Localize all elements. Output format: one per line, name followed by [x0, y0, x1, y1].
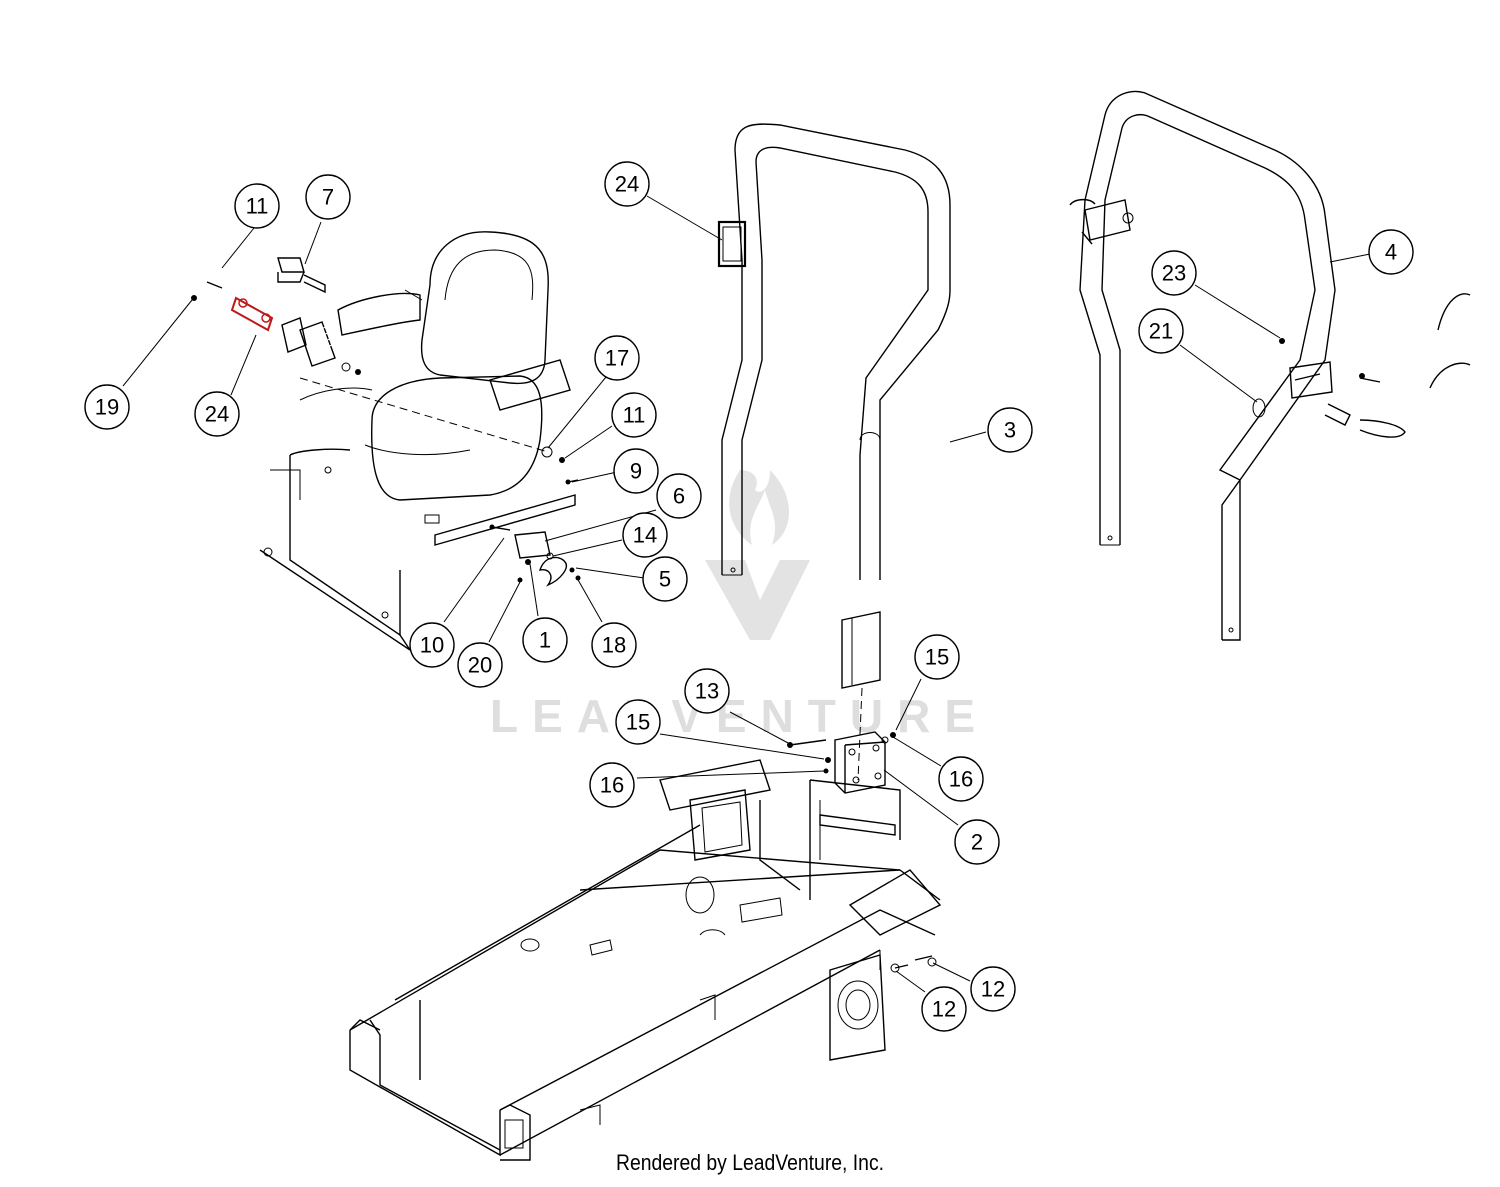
callout-label: 16: [600, 773, 624, 798]
callout-label: 3: [1004, 418, 1016, 443]
callout-24-seat-belt: 24: [194, 391, 240, 437]
callout-20: 20: [457, 642, 503, 688]
callout-label: 19: [95, 395, 119, 420]
callout-13: 13: [684, 668, 730, 714]
callout-label: 2: [971, 830, 983, 855]
callout-17: 17: [594, 335, 640, 381]
callout-label: 13: [695, 679, 719, 704]
leader-lines: [122, 195, 1371, 993]
callout-label: 16: [949, 767, 973, 792]
callout-18: 18: [591, 622, 637, 668]
callout-6: 6: [656, 473, 702, 519]
callout-16-left: 16: [589, 762, 635, 808]
callout-23: 23: [1151, 250, 1197, 296]
callout-label: 7: [322, 185, 334, 210]
callout-21: 21: [1138, 308, 1184, 354]
callout-19: 19: [84, 384, 130, 430]
callout-15-right: 15: [914, 634, 960, 680]
seat-belt-parts: [191, 257, 361, 375]
callout-label: 5: [659, 567, 671, 592]
callout-11-middle: 11: [611, 392, 657, 438]
callout-label: 24: [615, 172, 639, 197]
callout-7: 7: [305, 174, 351, 220]
callout-label: 20: [468, 653, 492, 678]
callout-4-folded-roll-bar: 4: [1368, 229, 1414, 275]
callout-label: 18: [602, 633, 626, 658]
callout-label: 11: [623, 403, 646, 428]
callout-label: 1: [539, 628, 551, 653]
callout-14: 14: [622, 512, 668, 558]
callout-label: 12: [932, 997, 956, 1022]
callout-label: 6: [673, 484, 685, 509]
footer-credit: Rendered by LeadVenture, Inc.: [615, 1150, 885, 1175]
callout-3-roll-bar: 3: [987, 407, 1033, 453]
callout-9: 9: [613, 448, 659, 494]
callout-15-left: 15: [615, 699, 661, 745]
callout-12-right: 12: [970, 966, 1016, 1012]
frame-assembly: [349, 759, 942, 1161]
callout-label: 21: [1149, 319, 1173, 344]
watermark-text: LEADVENTURE: [490, 690, 989, 742]
callout-2: 2: [954, 819, 1000, 865]
folded-roll-bar: [1069, 90, 1471, 641]
callout-label: 12: [981, 977, 1005, 1002]
callout-label: 10: [420, 633, 444, 658]
callout-label: 9: [630, 459, 642, 484]
callout-11-top: 11: [234, 183, 280, 229]
callout-16-right: 16: [938, 756, 984, 802]
callout-12-left: 12: [921, 986, 967, 1032]
callout-label: 15: [626, 710, 650, 735]
hinge-bracket: [787, 731, 896, 794]
seat-assembly: [259, 231, 576, 651]
front-fasteners: [890, 955, 937, 973]
roll-bar: [717, 123, 951, 781]
callout-1: 1: [522, 617, 568, 663]
callout-label: 17: [605, 346, 629, 371]
callout-24-roll-bar-decal: 24: [604, 161, 650, 207]
seat-fasteners: [489, 446, 581, 587]
callout-10: 10: [409, 622, 455, 668]
callout-label: 14: [633, 523, 657, 548]
callout-5: 5: [642, 556, 688, 602]
watermark-logo: LEADVENTURE: [490, 470, 989, 742]
callout-label: 15: [925, 645, 949, 670]
callout-label: 11: [246, 194, 269, 219]
callout-label: 4: [1385, 240, 1397, 265]
callout-label: 23: [1162, 261, 1186, 286]
callout-label: 24: [205, 402, 229, 427]
